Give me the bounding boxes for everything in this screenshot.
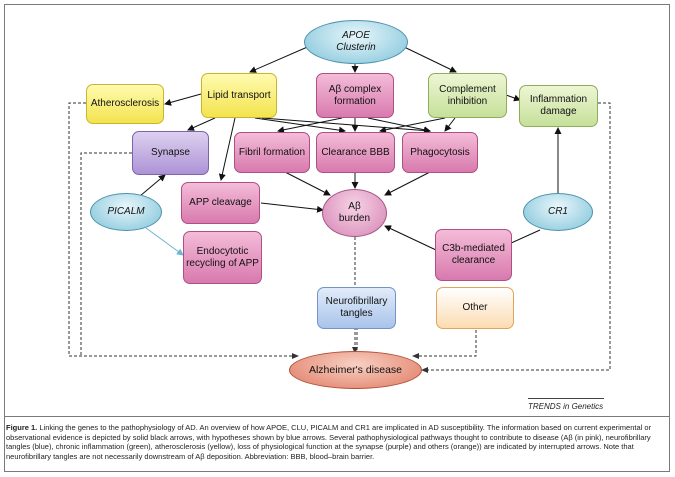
node-alzheimers-disease: Alzheimer's disease	[289, 351, 422, 389]
node-picalm: PICALM	[90, 193, 162, 231]
node-app-cleavage: APP cleavage	[181, 182, 260, 224]
dash-other-ad	[414, 330, 477, 357]
arrow-picalm-synapse	[139, 174, 166, 197]
dash-arrowhead-right	[412, 353, 419, 359]
dash-synapse-ad	[80, 152, 132, 356]
arrow-abc-phagocytosis	[367, 117, 431, 134]
node-other: Other	[436, 287, 514, 329]
credit-rule	[528, 398, 604, 399]
node-phagocytosis: Phagocytosis	[402, 132, 478, 173]
node-synapse: Synapse	[132, 131, 209, 175]
arrow-picalm-endocytotic	[145, 227, 184, 256]
node-fibril-formation: Fibril formation	[234, 132, 310, 173]
arrow-comp-clearance	[379, 117, 446, 134]
arrow-phago-burden	[384, 171, 431, 196]
node-lipid-transport: Lipid transport	[201, 73, 277, 118]
arrow-apoe-lipid	[249, 44, 313, 73]
arrow-c3b-burden	[384, 225, 437, 251]
arrow-comp-phagocytosis	[444, 117, 456, 132]
caption-divider	[4, 416, 670, 417]
journal-credit: TRENDS in Genetics	[528, 402, 604, 411]
node-cr1: CR1	[523, 193, 593, 231]
node-clearance-bbb: Clearance BBB	[316, 132, 395, 173]
dash-arrowhead-right2	[421, 367, 428, 373]
arrow-lipid-clearance	[254, 117, 346, 134]
arrow-lipid-app	[218, 117, 236, 181]
arrow-lipid-atherosclerosis	[164, 93, 202, 106]
node-atherosclerosis: Atherosclerosis	[86, 84, 164, 124]
caption-label: Figure 1.	[6, 423, 38, 432]
arrow-apoe-complement	[399, 44, 457, 73]
arrow-lipid-phagocytosis	[261, 117, 431, 135]
dash-arrowhead-left	[292, 353, 299, 359]
arrow-abc-fibril	[277, 117, 343, 134]
arrow-lipid-synapse	[187, 117, 216, 131]
arrow-app-burden	[260, 202, 324, 213]
dash-atherosclerosis-ad	[68, 102, 295, 357]
arrow-fibril-burden	[284, 171, 331, 196]
figure-caption: Figure 1. Linking the genes to the patho…	[6, 423, 664, 461]
dash-inflammation-ad	[424, 102, 611, 371]
caption-text: Linking the genes to the pathophysiology…	[6, 423, 652, 461]
arrow-comp-inflammation	[505, 94, 521, 102]
